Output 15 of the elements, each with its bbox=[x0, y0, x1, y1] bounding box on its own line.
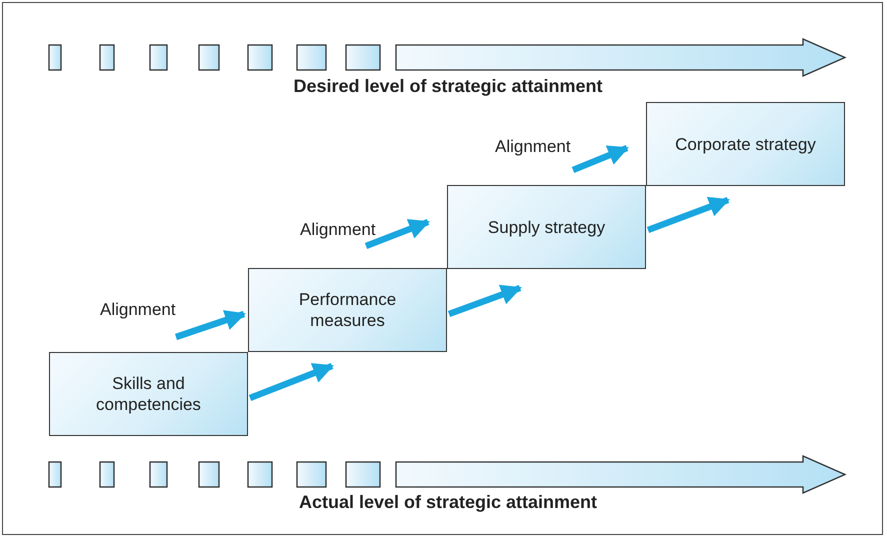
axis-caption: Actual level of strategic attainment bbox=[298, 492, 598, 513]
step-box: Corporate strategy bbox=[646, 102, 845, 186]
step-box: Performance measures bbox=[248, 268, 447, 352]
arrow bbox=[248, 362, 334, 402]
arrow bbox=[646, 196, 730, 234]
edge-label: Alignment bbox=[495, 137, 571, 157]
arrow bbox=[572, 145, 629, 173]
arrow bbox=[448, 284, 522, 318]
edge-label: Alignment bbox=[100, 300, 176, 320]
edge-label: Alignment bbox=[300, 220, 376, 240]
axis-caption: Desired level of strategic attainment bbox=[293, 76, 603, 97]
step-box: Skills and competencies bbox=[49, 352, 248, 436]
arrow bbox=[364, 218, 430, 250]
arrow bbox=[174, 310, 246, 340]
step-box: Supply strategy bbox=[447, 185, 646, 269]
